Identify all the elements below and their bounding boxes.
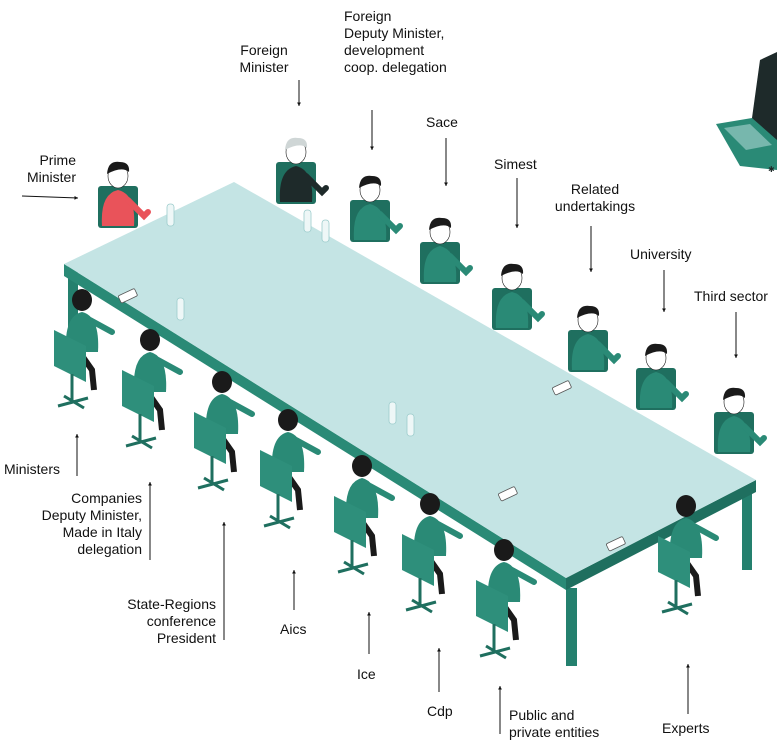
table-items xyxy=(118,203,626,552)
third-sector-figure xyxy=(714,387,767,454)
label-arrow xyxy=(21,195,79,199)
laptop-icon: ✱ xyxy=(716,52,777,174)
water-bottle xyxy=(166,203,175,227)
arrow-head xyxy=(515,224,519,228)
ice-figure xyxy=(334,455,395,576)
arrow-head xyxy=(292,570,296,574)
arrow-head xyxy=(75,434,79,438)
label-prime-minister: Prime Minister xyxy=(26,152,76,185)
public-private-figure xyxy=(476,539,537,660)
label-companies-deputy-minister: Companies Deputy Minister, Made in Italy… xyxy=(41,490,142,557)
foreign-minister-figure xyxy=(276,137,329,204)
arrow-head xyxy=(222,522,226,526)
companies-figure xyxy=(122,329,183,450)
label-arrows xyxy=(21,80,738,734)
label-related-undertakings: Related undertakings xyxy=(554,181,636,214)
arrow-head xyxy=(297,102,301,106)
table-leg xyxy=(566,588,577,666)
label-public-private: Public and private entities xyxy=(509,707,600,740)
label-simest: Simest xyxy=(494,156,537,172)
label-third-sector: Third sector xyxy=(694,288,768,304)
phone xyxy=(118,288,138,304)
label-cdp: Cdp xyxy=(427,703,453,719)
phone xyxy=(606,536,626,552)
state-regions-figure xyxy=(194,371,255,492)
deputy-minister-figure xyxy=(350,175,403,242)
label-foreign-deputy-minister: Foreign Deputy Minister, development coo… xyxy=(344,8,447,75)
label-foreign-minister: Foreign Minister xyxy=(239,42,289,75)
arrow-head xyxy=(148,482,152,486)
label-ministers: Ministers xyxy=(4,461,61,477)
water-bottle xyxy=(321,219,330,243)
label-university: University xyxy=(630,246,692,262)
label-ice: Ice xyxy=(357,666,376,682)
phone xyxy=(498,486,518,502)
svg-text:✱: ✱ xyxy=(768,165,775,174)
aics-figure xyxy=(260,409,321,530)
participants xyxy=(54,137,767,660)
label-aics: Aics xyxy=(280,621,307,637)
label-state-regions: State-Regions conference President xyxy=(127,596,216,646)
arrow-head xyxy=(444,182,448,186)
arrow-head xyxy=(498,686,502,690)
table-front-edge xyxy=(64,264,566,590)
arrow-head xyxy=(437,648,441,652)
cdp-figure xyxy=(402,493,463,614)
ministers-figure xyxy=(54,289,115,410)
simest-figure xyxy=(492,263,545,330)
water-bottle xyxy=(388,401,397,425)
table-leg xyxy=(742,490,752,570)
label-experts: Experts xyxy=(662,720,710,736)
experts-figure xyxy=(658,495,719,616)
related-undertakings-figure xyxy=(568,305,621,372)
table-leg xyxy=(68,262,78,352)
water-bottle xyxy=(406,413,415,437)
water-bottle xyxy=(303,209,312,233)
water-bottle xyxy=(176,297,185,321)
table-top xyxy=(64,182,756,578)
conference-table xyxy=(64,182,756,666)
arrow-head xyxy=(662,308,666,312)
arrow-head xyxy=(686,664,690,668)
university-figure xyxy=(636,343,689,410)
label-sace: Sace xyxy=(426,114,458,130)
phone xyxy=(552,380,572,396)
table-right-edge xyxy=(566,480,756,590)
prime-minister-figure xyxy=(98,161,151,228)
arrow-head xyxy=(589,268,593,272)
arrow-head xyxy=(367,612,371,616)
arrow-head xyxy=(370,146,374,150)
sace-figure xyxy=(420,217,473,284)
arrow-head xyxy=(74,195,78,200)
arrow-head xyxy=(734,354,738,358)
